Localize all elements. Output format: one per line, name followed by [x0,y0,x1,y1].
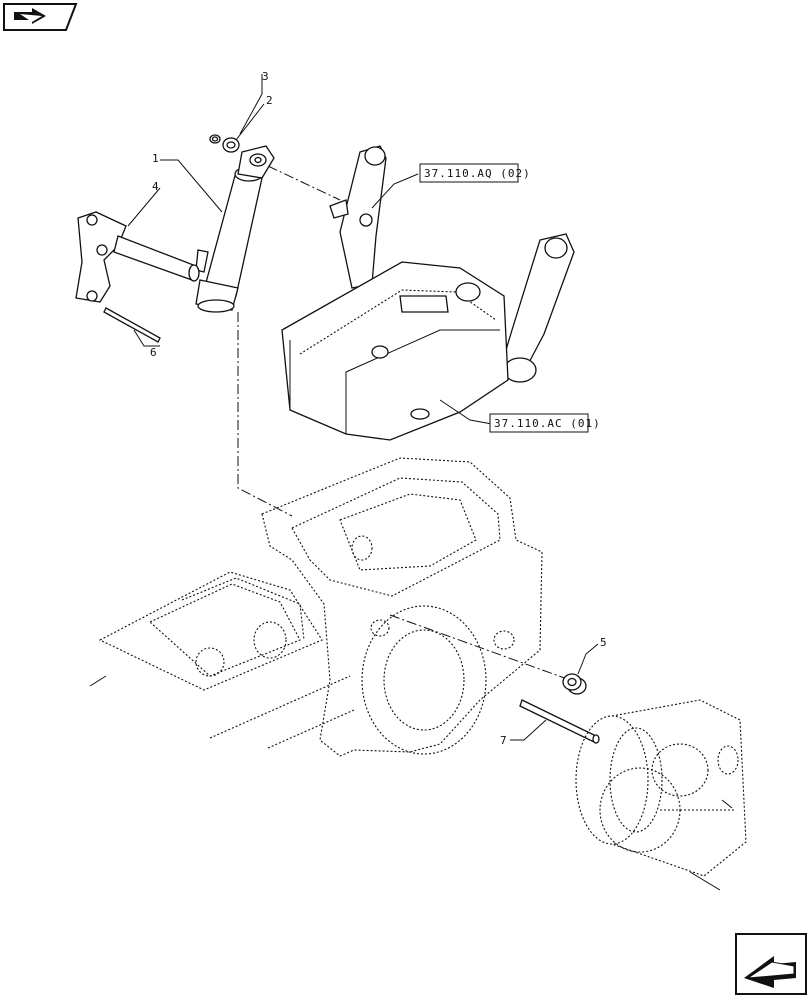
long-bolt-part-7[interactable] [519,699,600,744]
leader-6 [133,329,160,347]
bushing-part-5[interactable] [562,673,587,695]
next-page-button[interactable] [734,932,808,996]
leader-4 [127,187,161,227]
reference-aq-label: 37.110.AQ (02) [424,167,531,180]
callout-3[interactable]: 3 [262,70,269,83]
callout-7[interactable]: 7 [500,734,507,747]
hydraulic-cylinder-part-1[interactable] [195,145,275,313]
leader-3 [239,74,263,135]
leader-7 [510,719,547,741]
callout-2[interactable]: 2 [266,94,273,107]
callout-4[interactable]: 4 [152,180,159,193]
lift-arm-right[interactable] [499,233,575,383]
brake-housing [575,699,747,891]
callout-6[interactable]: 6 [150,346,157,359]
rear-axle-housing [89,457,543,757]
lift-arm-left[interactable] [329,145,387,289]
leader-ref-aq [371,173,419,209]
reference-box-aq[interactable]: 37.110.AQ (02) [419,163,531,183]
reference-ac-label: 37.110.AC (01) [494,417,601,430]
reference-box-ac[interactable]: 37.110.AC (01) [489,413,601,433]
washer-part-2[interactable] [222,137,240,153]
leader-5 [577,643,599,675]
book-arrow-icon [3,3,78,31]
callout-5[interactable]: 5 [600,636,607,649]
pin-part-6[interactable] [103,307,161,343]
leader-1 [160,159,223,213]
previous-page-button[interactable] [2,2,78,32]
assembly-line-bushing [389,614,571,681]
circlip-part-3[interactable] [209,134,221,144]
support-bracket-part-4[interactable] [75,211,200,303]
lift-cover-housing[interactable] [281,261,509,441]
assembly-line-cylinder [237,312,293,517]
assembly-line-pin [267,165,341,201]
leader-ref-ac [439,399,493,425]
leader-2 [235,103,265,141]
next-page-arrow-icon [735,933,807,995]
callout-1[interactable]: 1 [152,152,159,165]
